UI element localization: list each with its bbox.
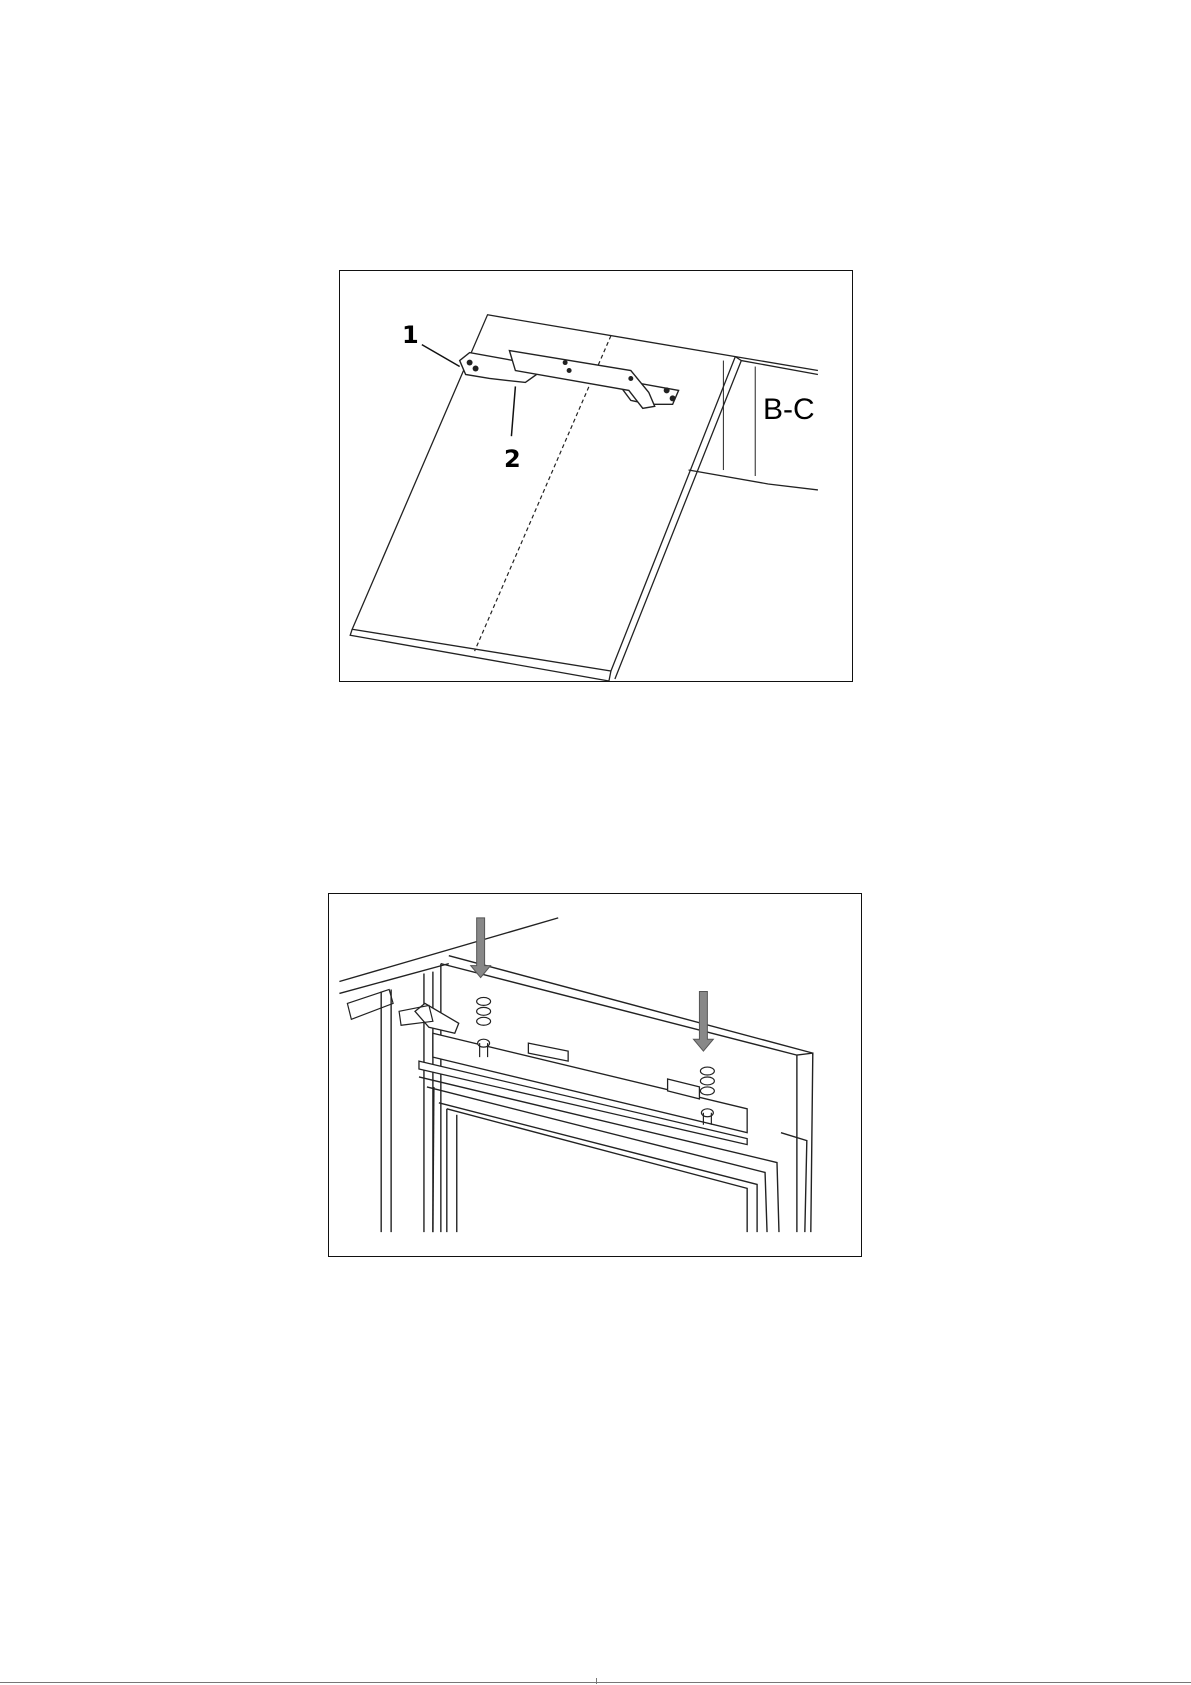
door-top-hinge-drawing xyxy=(329,894,861,1256)
callout-1-label: 1 xyxy=(402,323,419,347)
leader-line-1 xyxy=(422,345,460,367)
down-arrows xyxy=(471,918,714,1051)
callout-2-label: 2 xyxy=(504,447,521,471)
figure-2-door-top-hinge xyxy=(328,893,862,1257)
figure-1-door-panel-bracket: 1 2 B-C xyxy=(339,270,853,682)
arrow-down-left-icon xyxy=(471,918,491,978)
leader-line-2 xyxy=(511,386,515,436)
hinge-bracket xyxy=(460,351,679,409)
hinge-left-block xyxy=(415,1003,459,1033)
page-bottom-tick xyxy=(596,1678,597,1684)
panel-side-edge xyxy=(615,357,741,679)
dimension-label-b-c: B-C xyxy=(763,395,815,425)
hinge-bar xyxy=(415,1003,747,1144)
